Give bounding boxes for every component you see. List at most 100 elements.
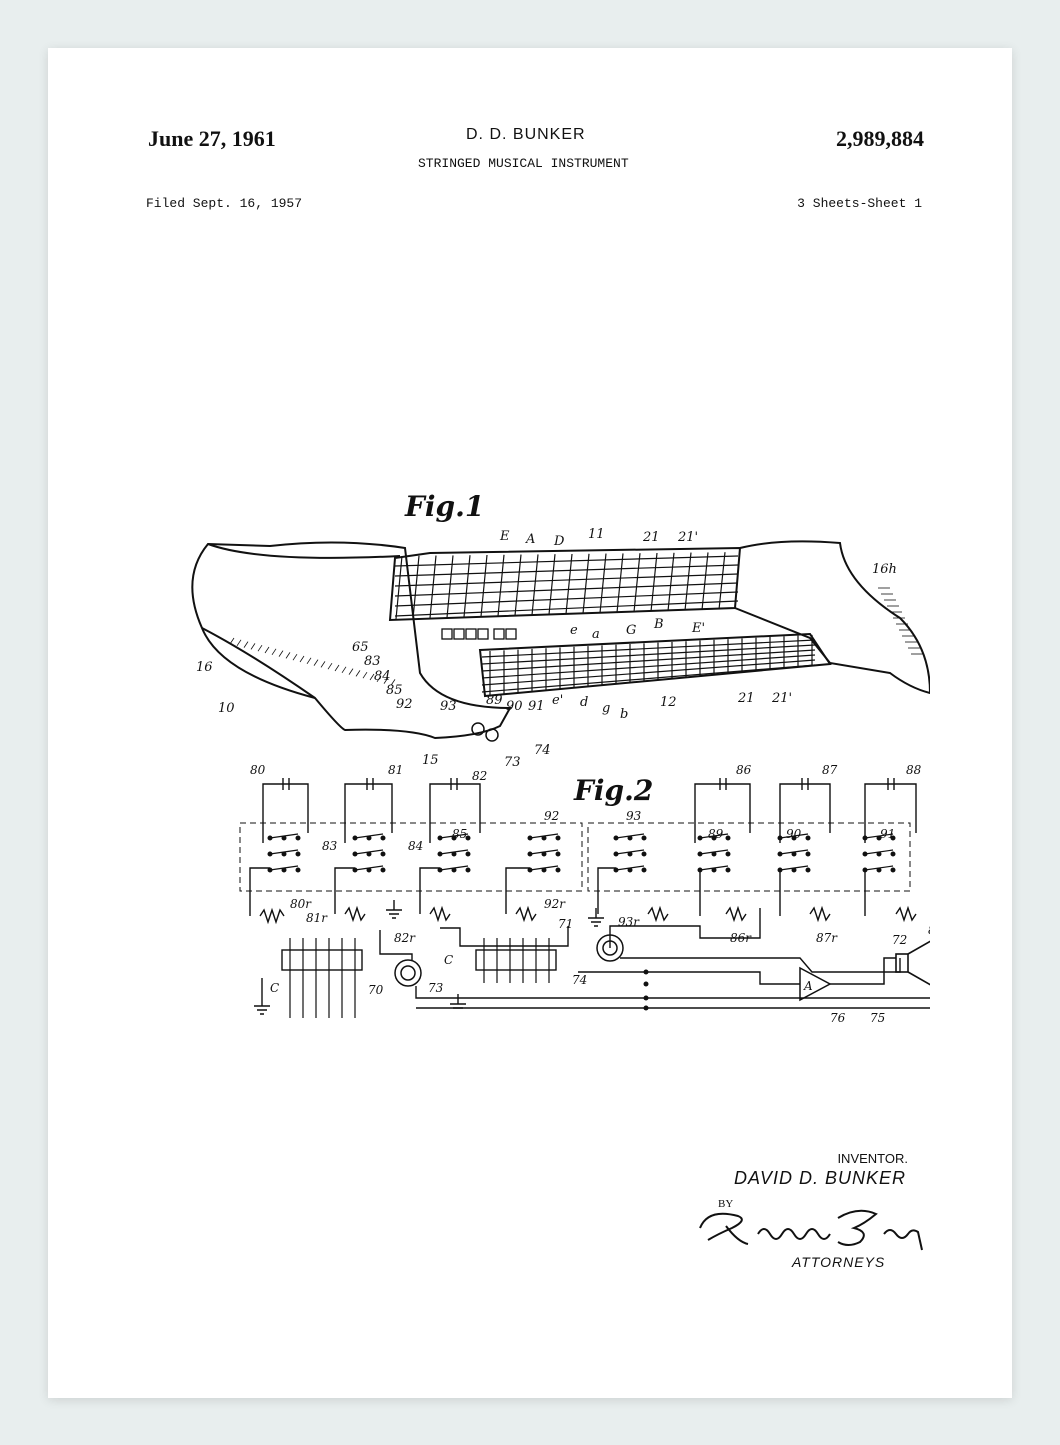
drawing-line xyxy=(779,833,809,839)
drawing-line xyxy=(269,833,299,839)
fig2-speaker xyxy=(895,940,930,986)
fig1-ref-e-prime-upper: E' xyxy=(691,621,705,636)
fig2-ref-75: 75 xyxy=(870,1011,885,1025)
drawing-line xyxy=(481,654,816,679)
drawing-line xyxy=(531,554,539,616)
fig2-ref-87r: 87r xyxy=(816,931,838,945)
fig2-ref-72: 72 xyxy=(892,933,907,947)
fig1-ref-90: 90 xyxy=(506,699,523,714)
fig1-ref-93: 93 xyxy=(440,699,457,714)
drawing-line xyxy=(229,637,235,645)
fig2-ref-amp-a: A xyxy=(803,979,813,993)
switch-contact xyxy=(725,867,731,873)
fig1-pickups xyxy=(441,628,517,640)
fig1-ref-e-upper: E xyxy=(499,529,510,544)
fig2-ref-85: 85 xyxy=(452,827,467,841)
drawing-line xyxy=(699,833,729,839)
drawing-line xyxy=(463,555,471,618)
drawing-line xyxy=(243,641,249,648)
switch-contact xyxy=(295,867,301,873)
inventor-name: DAVID D. BUNKER xyxy=(734,1168,907,1188)
switch-contact xyxy=(465,851,471,857)
fig2-label: Fig.2 xyxy=(573,774,653,807)
drawing-line xyxy=(616,553,624,613)
fig1-ref-a-lower: a xyxy=(592,627,600,642)
switch-contact xyxy=(555,835,561,841)
drawing-line xyxy=(395,555,403,620)
drawing-line xyxy=(292,653,298,661)
drawing-line xyxy=(615,849,645,855)
fig1-control-knobs xyxy=(471,722,499,742)
fig2-ref-c-left: C xyxy=(270,981,279,995)
drawing-line xyxy=(439,865,469,871)
drawing-line xyxy=(565,553,573,615)
drawing-line xyxy=(383,677,389,684)
fig1-ref-83: 83 xyxy=(364,654,381,669)
fig2-ref-73: 73 xyxy=(428,981,444,995)
switch-contact xyxy=(465,867,471,873)
switch-contact xyxy=(805,867,811,873)
drawing-line xyxy=(320,661,326,668)
attorney-signature xyxy=(699,1209,923,1251)
switch-contact xyxy=(641,867,647,873)
fig2-ref-86r: 86r xyxy=(730,931,752,945)
switch-contact xyxy=(641,835,647,841)
fig2-ref-87: 87 xyxy=(822,763,838,777)
fig1-ref-84: 84 xyxy=(374,669,391,684)
fig2-ref-93r: 93r xyxy=(618,915,640,929)
fig2-ref-82r: 82r xyxy=(394,931,416,945)
fig1-ref-b-lower: b xyxy=(620,707,628,722)
drawing-line xyxy=(250,643,256,650)
fig2-ref-83: 83 xyxy=(322,839,338,853)
drawing-line xyxy=(684,552,692,611)
drawing-line xyxy=(264,646,270,654)
patent-drawing: Fig.1 E A D 11 21 21' 16h G B E' e a 65 … xyxy=(191,490,930,1025)
drawing-line xyxy=(514,554,522,616)
drawing-line xyxy=(394,573,739,587)
fig1-ref-16h: 16h xyxy=(872,562,897,577)
sheet-count: 3 Sheets-Sheet 1 xyxy=(797,196,922,211)
fig1-ref-e-lower: e xyxy=(570,623,578,638)
patent-date: June 27, 1961 xyxy=(148,126,276,151)
fig1-ref-91: 91 xyxy=(528,699,545,714)
switch-contact xyxy=(465,835,471,841)
switch-contact xyxy=(890,835,896,841)
inventor-label: INVENTOR. xyxy=(837,1151,908,1166)
fig1-ref-b-upper: B xyxy=(653,617,664,632)
drawing-line xyxy=(615,833,645,839)
fig1-ref-21prime-top: 21' xyxy=(677,530,698,545)
fig1-ref-74: 74 xyxy=(534,743,551,758)
fig2-ref-76: 76 xyxy=(830,1011,846,1025)
drawing-line xyxy=(394,600,739,617)
fig1-ref-10: 10 xyxy=(218,701,235,716)
drawing-line xyxy=(327,662,333,670)
drawing-line xyxy=(864,833,894,839)
switch-contact xyxy=(805,851,811,857)
drawing-line xyxy=(271,648,277,656)
drawing-line xyxy=(699,865,729,871)
fig2-junction-dots xyxy=(643,969,649,1011)
drawing-line xyxy=(480,554,488,617)
patent-sheet: June 27, 1961 D. D. BUNKER STRINGED MUSI… xyxy=(48,48,1012,1398)
fig1-ref-21-top: 21 xyxy=(642,530,660,545)
fig2-ref-91: 91 xyxy=(880,827,895,841)
drawing-line xyxy=(701,552,709,611)
drawing-line xyxy=(306,657,312,665)
switch-contact xyxy=(380,867,386,873)
drawing-line xyxy=(529,849,559,855)
drawing-line xyxy=(864,849,894,855)
fig2-ref-90: 90 xyxy=(786,827,802,841)
switch-contact xyxy=(725,835,731,841)
drawing-line xyxy=(354,833,384,839)
fig2-grounds xyxy=(254,900,604,1015)
drawing-line xyxy=(299,655,305,663)
drawing-line xyxy=(718,552,726,610)
drawing-line xyxy=(257,644,263,652)
drawing-line xyxy=(394,564,739,577)
switch-contact xyxy=(641,851,647,857)
fig2-ref-81r: 81r xyxy=(306,911,328,925)
drawing-line xyxy=(313,659,319,666)
drawing-line xyxy=(354,849,384,855)
fig1-ref-11: 11 xyxy=(588,527,605,542)
drawing-line xyxy=(548,554,556,615)
